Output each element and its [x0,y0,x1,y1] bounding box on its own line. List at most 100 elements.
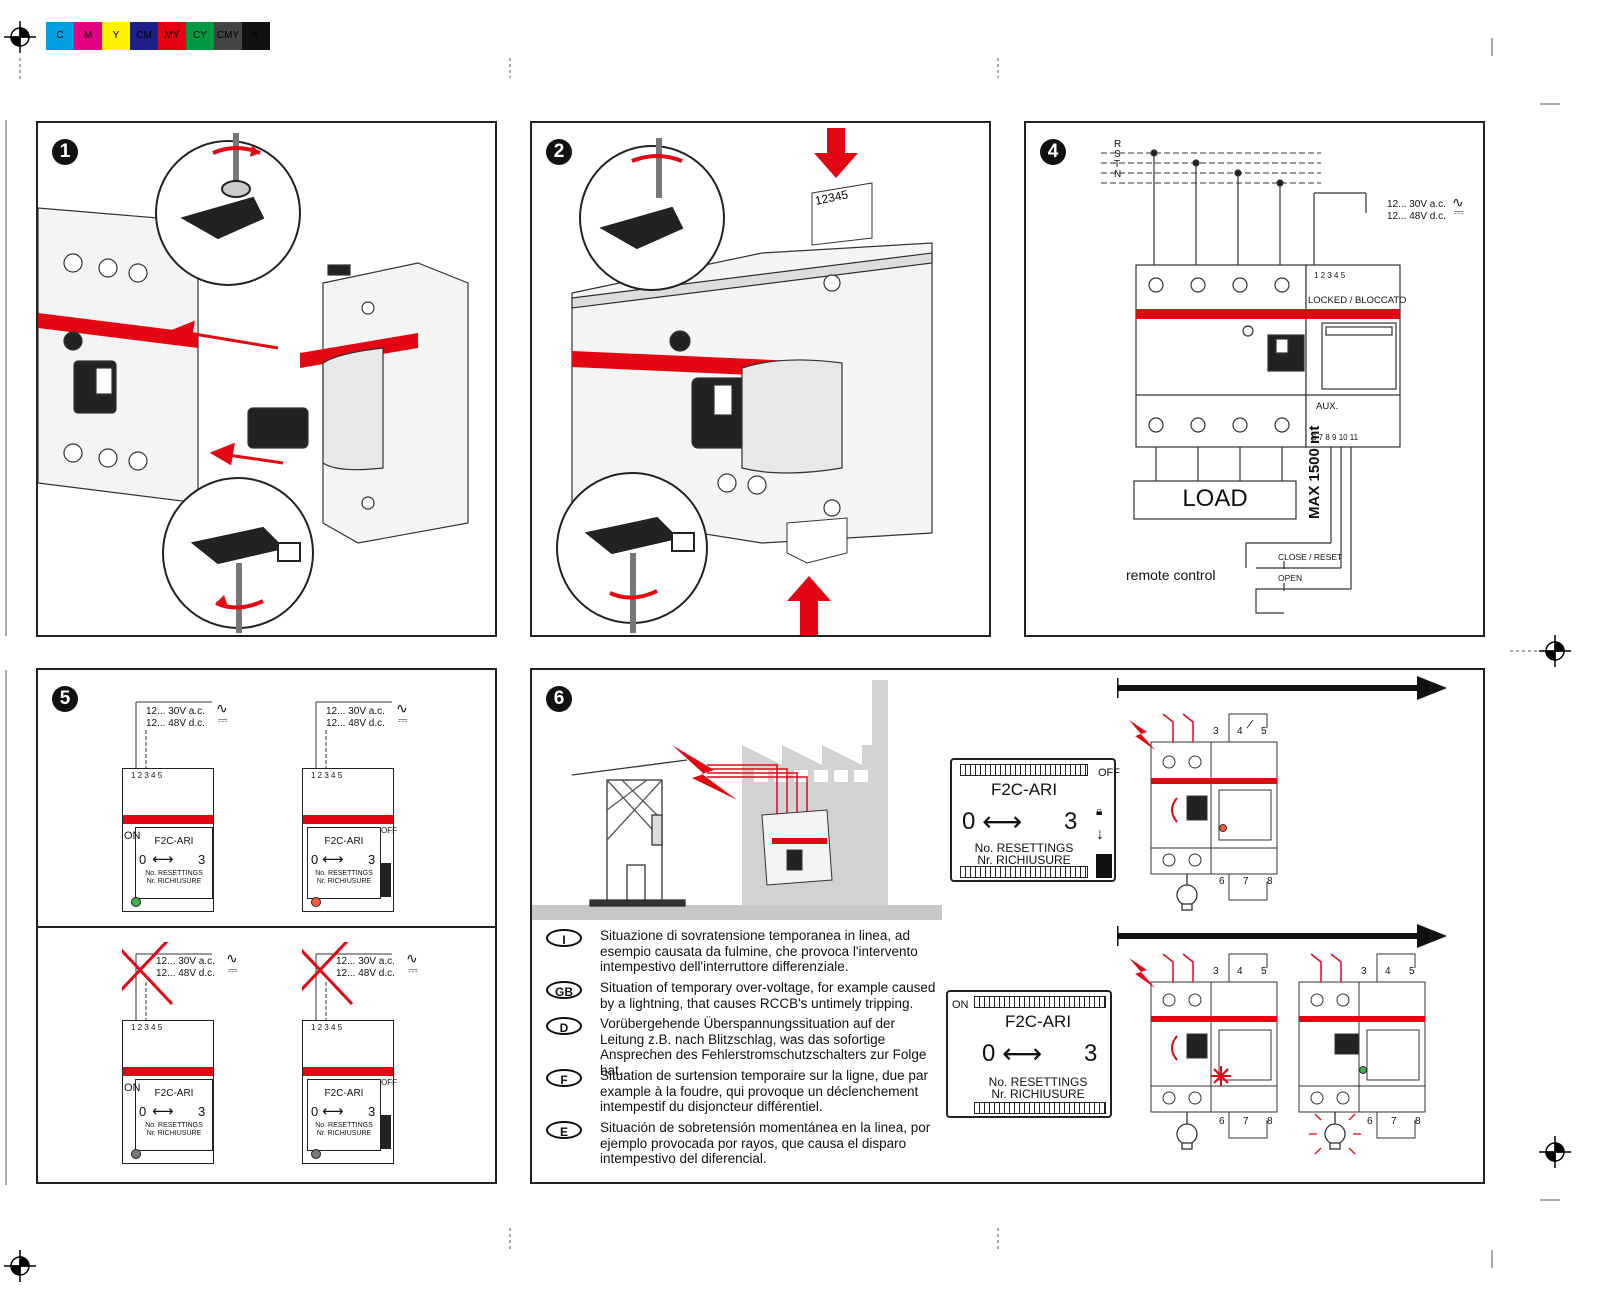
module-locked-red: 12... 30V a.c. 12... 48V d.c. ∿ ⎓ 1 2 3 … [302,690,442,912]
color-swatch-cy: CY [186,22,214,50]
detail-circle-bottom [162,477,314,633]
color-bar: C M Y CM MY CY CMY K [46,0,276,60]
scale-right: 3 [198,852,206,867]
brand-stripe [123,1067,213,1076]
terminal-label-3-top: 3 [1213,726,1219,737]
terminal-label-6-mid: 6 [1219,1116,1225,1127]
module-body: 1 2 3 4 5 F2C-ARI 0 ⟷ 3 No. RESETTINGS N… [302,1020,397,1164]
supply-ac-label: 12... 30V a.c. [146,706,205,717]
ac-symbol: ∿ [406,950,418,966]
ac-symbol: ∿ [226,950,238,966]
remote-control-label: remote control [1126,567,1216,583]
terminal-label-3-right: 3 [1361,966,1367,977]
rccb-resetting [1150,981,1278,1113]
supply-dc-label: 12... 48V d.c. [146,718,205,729]
description-gb: GB Situation of temporary over-voltage, … [546,980,935,1014]
supply-ac-label: 12... 30V a.c. [156,956,215,967]
ac-symbol: ∿ [1452,194,1464,210]
scale-right: 3 [198,1104,206,1119]
module-wrong-wiring-1: 12... 30V a.c. 12... 48V d.c. ∿ ⎓ 1 2 3 … [122,942,262,1172]
close-reset-button-label: CLOSE / RESET [1278,552,1343,562]
scale-left: 0 [982,1040,996,1067]
lock-icon: 🔒︎ [1096,804,1103,818]
surge-bolt-icon [1129,720,1155,750]
surge-bolt-icon [1129,958,1155,988]
color-swatch-y: Y [102,22,130,50]
scale-left: 0 [311,852,319,867]
supply-wires [1162,953,1194,982]
module-wires [315,701,392,768]
aux-module-right [247,262,469,544]
off-label: OFF [381,1078,397,1087]
trim-marks [5,38,1560,1268]
device-name: F2C-ARI [154,1088,194,1099]
terminal-row: 1 2 3 4 5 [311,1023,343,1032]
terminal-label-6-right: 6 [1367,1116,1373,1127]
terminal-row: 1 2 3 4 5 [131,771,163,780]
description-it: I Situazione di sovratensione temporanea… [546,928,926,978]
module-wires [122,942,212,1020]
rccb-tripped-top [1150,741,1278,875]
line-label-n: N [1114,169,1122,180]
step2-illustration: 12345 [556,128,933,635]
arrow-both: ⟷ [152,1103,174,1120]
arrow-both-icon: ⟷ [982,806,1023,837]
arrow-both: ⟷ [322,1103,344,1120]
rccb-block [1135,264,1307,448]
panel-step-1: 1 [36,121,497,637]
module-body: 1 2 3 4 5 F2C-ARI 0 ⟷ 3 No. RESETTINGS N… [122,1020,214,1164]
open-button-label: OPEN [1278,573,1303,583]
line-label-r: R [1114,139,1122,150]
terminal-label-8-top: 8 [1267,876,1273,887]
detail-circle-bottom [556,472,708,633]
lever-block [1096,854,1112,878]
terminal-numbers: 12345 [814,187,850,208]
supply-ac-label: 12... 30V a.c. [1387,199,1446,210]
on-label: ON [124,830,141,842]
rccb-small [761,809,833,886]
status-led-green [131,897,141,907]
scale-right: 3 [368,852,376,867]
lamp-on-icon [1309,1112,1361,1155]
crop-marks [19,58,1540,1250]
lang-badge-fr: F [546,1069,582,1087]
terminal-label-4-right: 4 [1385,966,1391,977]
caption-richiusure: Nr. RICHIUSURE [991,1087,1085,1101]
terminal-label-5-right: 5 [1409,966,1415,977]
line-label-s: S [1114,149,1121,160]
arrow-both: ⟷ [152,851,174,868]
surge-lines [707,764,808,815]
registration-mark-right-middle [1539,635,1571,667]
step-number-6: 6 [546,686,572,712]
rccb-assembly [571,242,933,544]
caption-richiusure: Nr. RICHIUSURE [316,1130,372,1137]
registration-mark-top-left [4,21,36,53]
locked-label: LOCKED / BLOCCATO [1308,295,1407,306]
display-window: F2C-ARI 0 ⟷ 3 No. RESETTINGS Nr. RICHIUS… [307,827,381,899]
caption-resettings: No. RESETTINGS [974,841,1074,855]
lightning-bolt-icon [672,745,737,800]
brand-stripe [123,815,213,824]
terminal-block-bottom [786,517,848,564]
dc-symbol: ⎓ [408,963,418,977]
load-label: LOAD [1182,485,1248,512]
description-fr: F Situation de surtension temporaire sur… [546,1068,928,1118]
ruler-top [960,764,1088,776]
ac-symbol: ∿ [216,700,228,716]
insert-arrows-red [787,128,858,635]
lamp-off-icon [1176,1112,1198,1150]
caption-resettings: No. RESETTINGS [988,1075,1088,1089]
dc-symbol: ⎓ [1454,205,1464,219]
supply-wires [1162,713,1194,742]
module-wires [135,701,212,768]
time-arrow-bottom [1117,924,1447,948]
registration-mark-bottom-right [1539,1136,1571,1168]
cross-out-icon [122,942,174,1006]
ruler-bottom [974,1102,1106,1114]
device-name: F2C-ARI [990,780,1058,799]
lock-lever [381,863,391,897]
supply-ac-label: 12... 30V a.c. [326,706,385,717]
cross-out-icon [302,942,354,1006]
load-box [1133,480,1297,520]
brand-stripe [303,815,393,824]
